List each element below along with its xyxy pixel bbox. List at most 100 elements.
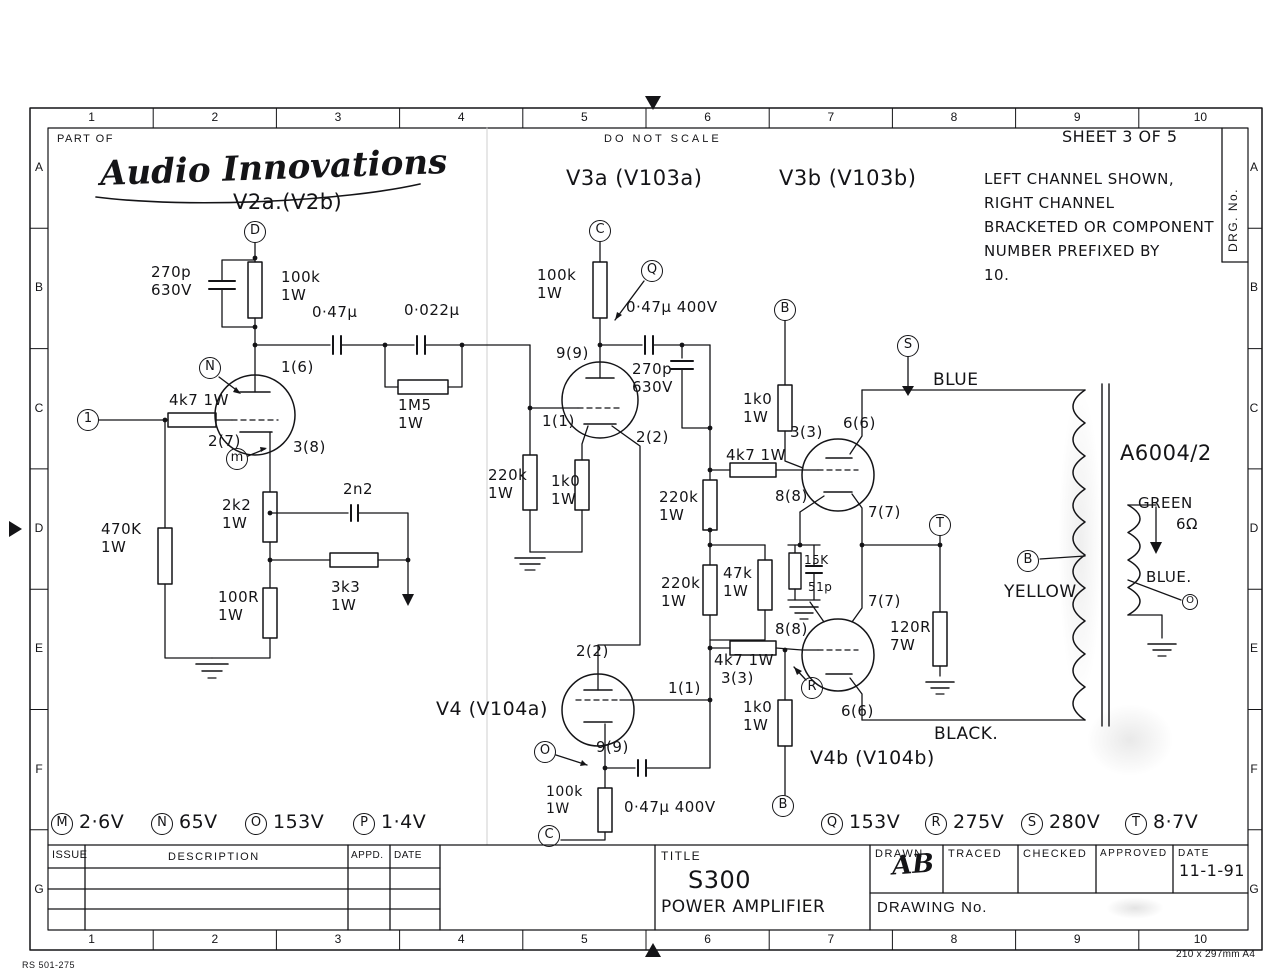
schematic-label: 1k0 1W [551,472,581,509]
schematic-label: 220k 1W [659,488,699,525]
schematic-label: 470K 1W [101,520,142,557]
grid-col-label: 10 [1193,110,1208,124]
drawn-label: DRAWN [875,848,924,860]
issue-label: ISSUE [52,849,88,861]
schematic-label: 0·022μ [404,301,460,319]
circuit-wiring [98,241,1182,841]
grid-col-label: 5 [581,932,588,946]
terminal-Q: Q [641,260,663,282]
grid-col-label: 9 [1073,932,1081,946]
schematic-label: 9(9) [596,738,629,756]
grid-col-label: 8 [950,932,958,946]
grid-col-label: 3 [334,932,342,946]
schematic-label: BLUE [933,370,979,390]
terminal-B: B [1017,550,1039,572]
stock-number: RS 501-275 [22,960,76,970]
brand-signature: Audio Innovations [99,141,448,195]
voltage-value: 280V [1049,811,1101,833]
schematic-label: 6(6) [843,414,876,432]
arrowheads [233,312,1162,766]
schematic-label: 2n2 [343,480,374,498]
schematic-label: 100k 1W [537,266,577,303]
grid-row-label: F [35,761,43,776]
schematic-label: 6(6) [841,702,874,720]
grid-row-label: C [34,400,44,415]
terminal-R: R [801,677,823,699]
schematic-label: 0·47μ 400V [626,298,718,316]
terminal-R: R [925,813,947,835]
grid-col-label: 8 [950,110,958,124]
grid-row-label: C [1249,400,1259,415]
scan-smudge [1070,690,1190,790]
grid-row-label: A [34,160,43,175]
voltage-value: 2·6V [79,811,125,833]
schematic-label: A6004/2 [1120,441,1212,465]
terminal-O: O [245,813,267,835]
terminal-O: O [1182,594,1198,610]
schematic-label: 220k 1W [488,466,528,503]
paper-size: 210 x 297mm A4 [1176,949,1256,960]
terminal-M: M [51,813,73,835]
voltage-value: 65V [179,811,218,833]
terminal-D: D [244,221,266,243]
schematic-label: 2(2) [576,642,609,660]
part-of-label: PART OF [57,133,114,145]
grid-row-label: D [34,521,44,536]
schematic-label: 2(2) [636,428,669,446]
terminal-S: S [897,335,919,357]
schematic-label: 270p 630V [151,263,192,300]
grid-col-label: 6 [704,932,711,946]
schematic-label: V4 (V104a) [436,698,548,720]
schematic-label: V4b (V104b) [810,747,935,769]
terminal-P: P [353,813,375,835]
schematic-label: 4k7 1W [726,446,786,464]
sheet-number: SHEET 3 OF 5 [1062,127,1178,146]
subtitle-value: POWER AMPLIFIER [661,897,826,917]
schematic-label: 15K [804,553,829,567]
schematic-label: 270p 630V [632,360,673,397]
schematic-label: 4k7 1W [714,651,774,669]
scan-smudge [1050,330,1110,760]
date2-label: DATE [1178,848,1210,859]
drawn-signature: AB [890,848,936,882]
centering-marks [9,96,661,957]
grid-row-label: E [1249,641,1258,656]
schematic-label: V3a (V103a) [566,166,703,190]
grid-col-label: 5 [581,110,588,124]
frame-lines [29,107,1263,951]
grid-col-label: 6 [704,110,711,124]
grid-row-label: B [1249,280,1258,295]
voltage-value: 1·4V [381,811,427,833]
grid-col-label: 4 [457,110,465,124]
description-label: DESCRIPTION [168,851,260,863]
terminal-O: O [534,741,556,763]
schematic-label: 0·47μ [312,303,358,321]
approved-label: APPROVED [1100,848,1168,859]
voltage-value: 153V [273,811,325,833]
terminal-C: C [538,825,560,847]
junction-dots [162,255,943,771]
grid-col-label: 1 [88,932,95,946]
grid-row-label: G [34,881,44,896]
terminal-T: T [1125,813,1147,835]
schematic-label: 3k3 1W [331,578,361,615]
grid-row-label: D [1249,521,1259,536]
date-value: 11-1-91 [1179,861,1245,880]
grid-col-label: 1 [88,110,95,124]
grid-col-label: 2 [211,932,219,946]
drawing-no-label: DRAWING No. [877,899,988,916]
terminal-1: 1 [77,409,99,431]
terminal-Q: Q [821,813,843,835]
terminal-B: B [772,795,794,817]
grid-row-label: B [34,280,43,295]
schematic-label: 9(9) [556,344,589,362]
schematic-label: 1(1) [668,679,701,697]
schematic-label: BLUE. [1146,568,1192,586]
schematic-label: V3b (V103b) [779,166,917,190]
voltage-value: 153V [849,811,901,833]
voltage-value: 275V [953,811,1005,833]
schematic-label: 1(1) [542,412,575,430]
grid-row-label: G [1249,881,1259,896]
terminal-N: N [151,813,173,835]
